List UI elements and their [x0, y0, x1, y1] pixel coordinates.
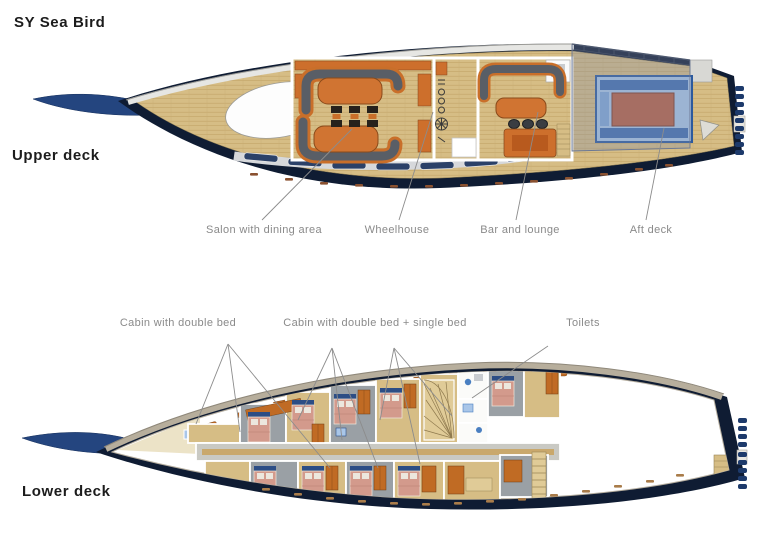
upper-deck-title: Upper deck: [12, 147, 100, 164]
label-wheelhouse: Wheelhouse: [364, 224, 430, 236]
upper-leader-lines: [261, 111, 665, 221]
dining-chairs: [331, 106, 378, 127]
aft-deck-area: [571, 43, 720, 152]
lower-hull-portholes: [262, 474, 684, 506]
label-cabin-double-bed: Cabin with double bed: [119, 317, 237, 329]
upper-hull-portholes: [250, 164, 673, 188]
lower-deck-title: Lower deck: [22, 483, 111, 500]
aft-railing: [583, 45, 675, 63]
companionway-steps: [556, 123, 571, 157]
label-salon-with-dining-area: Salon with dining area: [206, 224, 322, 236]
stern-corner-table: [699, 119, 720, 141]
lower-deck-boat: [21, 361, 748, 510]
page-title: SY Sea Bird: [14, 14, 106, 31]
upper-deck-boat: [32, 43, 746, 189]
wheelhouse-area: [432, 56, 480, 162]
staircase: [423, 379, 455, 441]
lower-stern-ladder: [736, 418, 748, 489]
toilet-fixtures: [462, 374, 483, 433]
aft-ladder: [531, 451, 547, 499]
aft-table: [611, 92, 675, 127]
label-bar-and-lounge: Bar and lounge: [480, 224, 560, 236]
aft-canopy: [571, 43, 691, 152]
lower-leader-lines: [195, 343, 549, 469]
salon-with-dining-area: [290, 56, 436, 164]
label-aft-deck: Aft deck: [629, 224, 673, 236]
label-cabin-double-single-bed: Cabin with double bed + single bed: [283, 317, 467, 329]
label-toilets: Toilets: [566, 317, 600, 329]
bar-and-lounge-area: [476, 56, 574, 162]
upper-stern-ladder: [733, 86, 746, 155]
lower-gunwale: [104, 362, 723, 452]
helm-instruments: [435, 79, 448, 143]
